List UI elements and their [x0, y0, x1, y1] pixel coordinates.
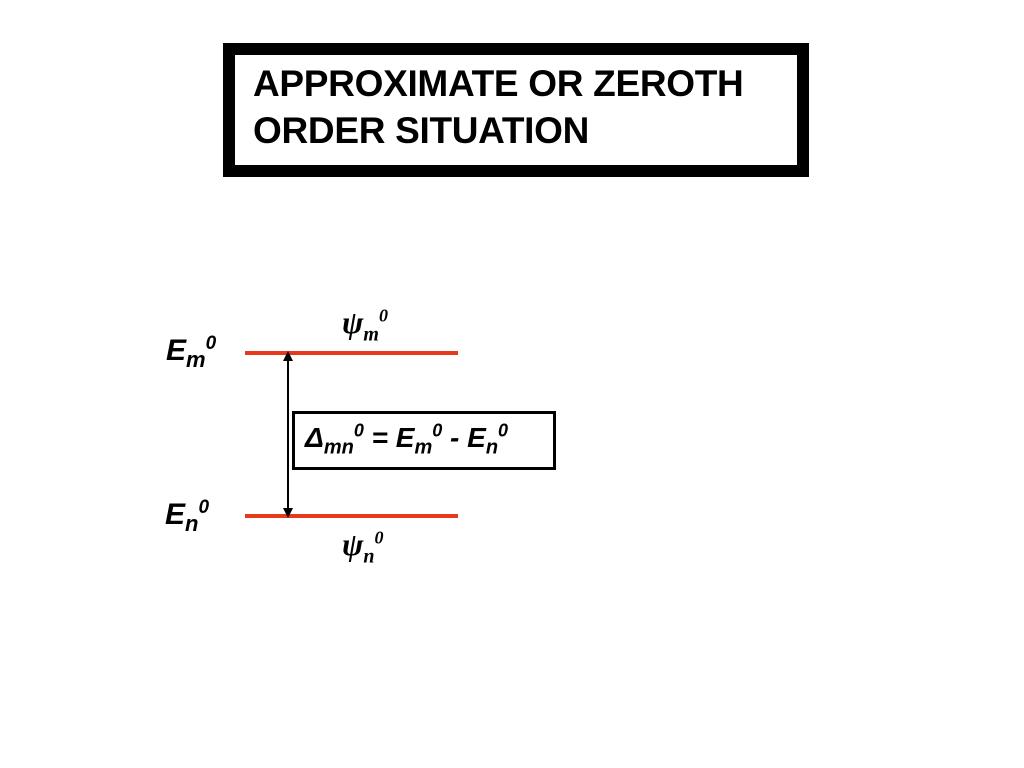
- delta-subscript: mn: [323, 436, 354, 459]
- em-subscript: m: [414, 436, 433, 459]
- upper-wavefunction-label: ψm0: [342, 304, 388, 344]
- upper-psi-symbol: ψ: [342, 304, 364, 340]
- en-symbol: E: [467, 422, 486, 453]
- upper-psi-superscript: 0: [378, 305, 388, 326]
- delta-symbol: Δ: [305, 422, 324, 453]
- lower-energy-superscript: 0: [198, 497, 210, 518]
- slide-title: APPROXIMATE OR ZEROTH ORDER SITUATION: [253, 63, 744, 151]
- en-superscript: 0: [498, 420, 509, 441]
- lower-wavefunction-label: ψn0: [342, 526, 384, 566]
- lower-psi-symbol: ψ: [342, 526, 364, 562]
- energy-gap-equation: Δmn0 = Em0 - En0: [305, 420, 509, 458]
- lower-energy-symbol: E: [165, 498, 186, 531]
- en-subscript: n: [485, 436, 499, 459]
- upper-energy-symbol: E: [166, 334, 187, 367]
- minus-sign: -: [442, 422, 468, 453]
- upper-energy-subscript: m: [186, 347, 206, 372]
- lower-psi-superscript: 0: [374, 527, 384, 548]
- lower-energy-label: En0: [165, 497, 210, 535]
- title-box: APPROXIMATE OR ZEROTH ORDER SITUATION: [223, 43, 809, 177]
- upper-energy-superscript: 0: [205, 333, 217, 354]
- energy-gap-equation-box: Δmn0 = Em0 - En0: [292, 411, 556, 470]
- delta-superscript: 0: [353, 420, 364, 441]
- em-superscript: 0: [432, 420, 443, 441]
- upper-psi-subscript: m: [363, 323, 379, 346]
- em-symbol: E: [395, 422, 415, 453]
- upper-energy-label: Em0: [166, 333, 217, 371]
- equals-sign: =: [363, 422, 396, 453]
- lower-psi-subscript: n: [363, 545, 375, 568]
- lower-energy-subscript: n: [185, 511, 199, 536]
